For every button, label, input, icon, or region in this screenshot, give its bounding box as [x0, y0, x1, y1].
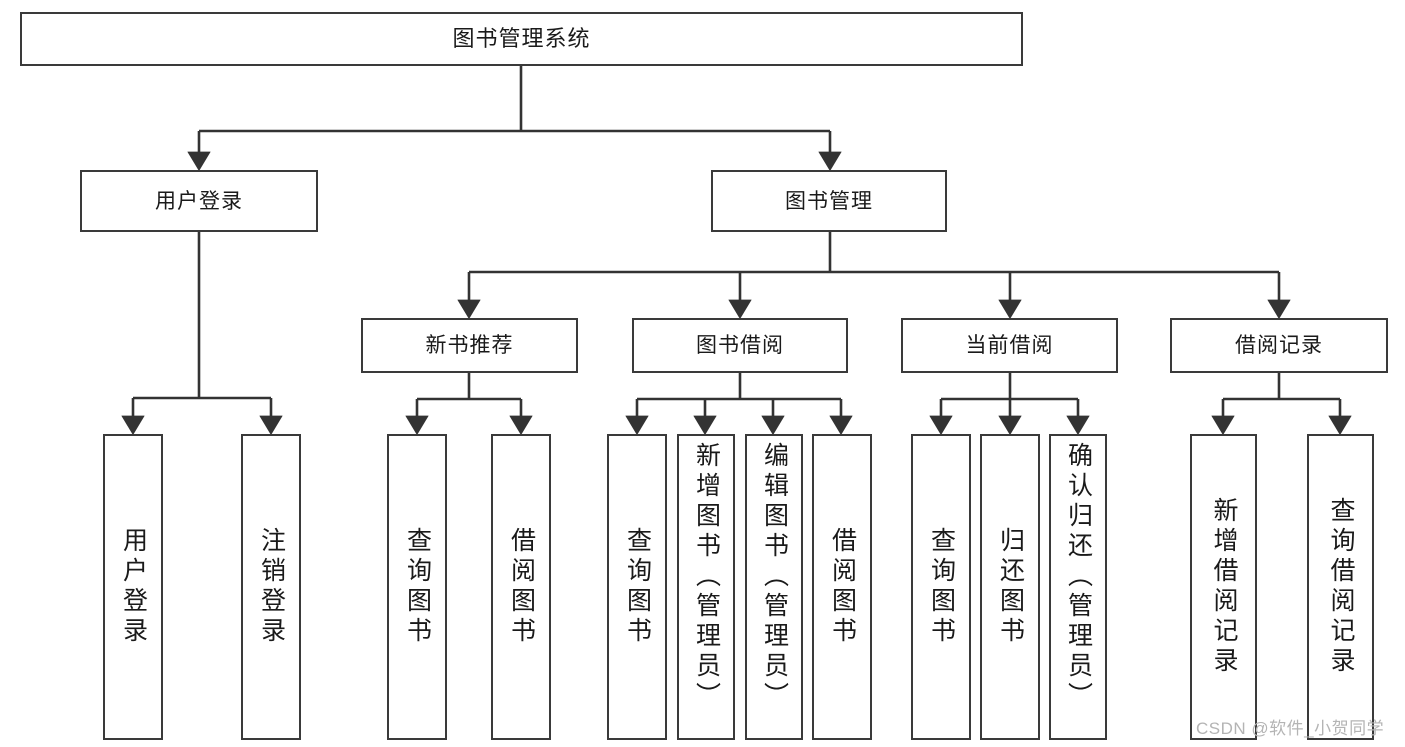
- leaf-current-borrow-return[interactable]: 归还图书: [980, 434, 1040, 740]
- leaf-user-login-logout[interactable]: 注销登录: [241, 434, 301, 740]
- leaf-book-borrow-borrow[interactable]: 借阅图书: [812, 434, 872, 740]
- node-label: 新增图书（管理员）: [692, 442, 721, 712]
- node-label: 查询借阅记录: [1327, 497, 1355, 677]
- leaf-book-borrow-query[interactable]: 查询图书: [607, 434, 667, 740]
- node-label: 注销登录: [257, 527, 286, 647]
- node-label: 确认归还（管理员）: [1064, 442, 1093, 712]
- node-label: 图书借阅: [696, 334, 784, 357]
- node-root-library-system[interactable]: 图书管理系统: [20, 12, 1023, 66]
- node-label: 借阅图书: [507, 527, 536, 647]
- node-new-book-recommend[interactable]: 新书推荐: [361, 318, 578, 373]
- node-book-borrow[interactable]: 图书借阅: [632, 318, 848, 373]
- node-label: 新增借阅记录: [1210, 497, 1238, 677]
- node-book-management[interactable]: 图书管理: [711, 170, 947, 232]
- node-label: 借阅记录: [1235, 334, 1323, 357]
- node-label: 查询图书: [927, 527, 956, 647]
- node-label: 借阅图书: [828, 527, 857, 647]
- node-label: 新书推荐: [425, 334, 514, 357]
- leaf-book-borrow-add-admin[interactable]: 新增图书（管理员）: [677, 434, 735, 740]
- leaf-book-borrow-edit-admin[interactable]: 编辑图书（管理员）: [745, 434, 803, 740]
- node-label: 查询图书: [623, 527, 652, 647]
- leaf-new-book-query[interactable]: 查询图书: [387, 434, 447, 740]
- node-label: 当前借阅: [965, 334, 1054, 357]
- node-label: 图书管理系统: [452, 26, 591, 51]
- leaf-borrow-record-query[interactable]: 查询借阅记录: [1307, 434, 1374, 740]
- node-current-borrow[interactable]: 当前借阅: [901, 318, 1118, 373]
- leaf-current-borrow-confirm-admin[interactable]: 确认归还（管理员）: [1049, 434, 1107, 740]
- node-label: 归还图书: [996, 527, 1025, 647]
- leaf-current-borrow-query[interactable]: 查询图书: [911, 434, 971, 740]
- leaf-user-login-login[interactable]: 用户登录: [103, 434, 163, 740]
- node-label: 用户登录: [119, 527, 148, 647]
- node-user-login[interactable]: 用户登录: [80, 170, 318, 232]
- leaf-borrow-record-add[interactable]: 新增借阅记录: [1190, 434, 1257, 740]
- node-label: 编辑图书（管理员）: [760, 442, 789, 712]
- node-label: 用户登录: [155, 189, 243, 213]
- node-label: 图书管理: [785, 189, 873, 213]
- node-borrow-records[interactable]: 借阅记录: [1170, 318, 1388, 373]
- node-label: 查询图书: [403, 527, 432, 647]
- leaf-new-book-borrow[interactable]: 借阅图书: [491, 434, 551, 740]
